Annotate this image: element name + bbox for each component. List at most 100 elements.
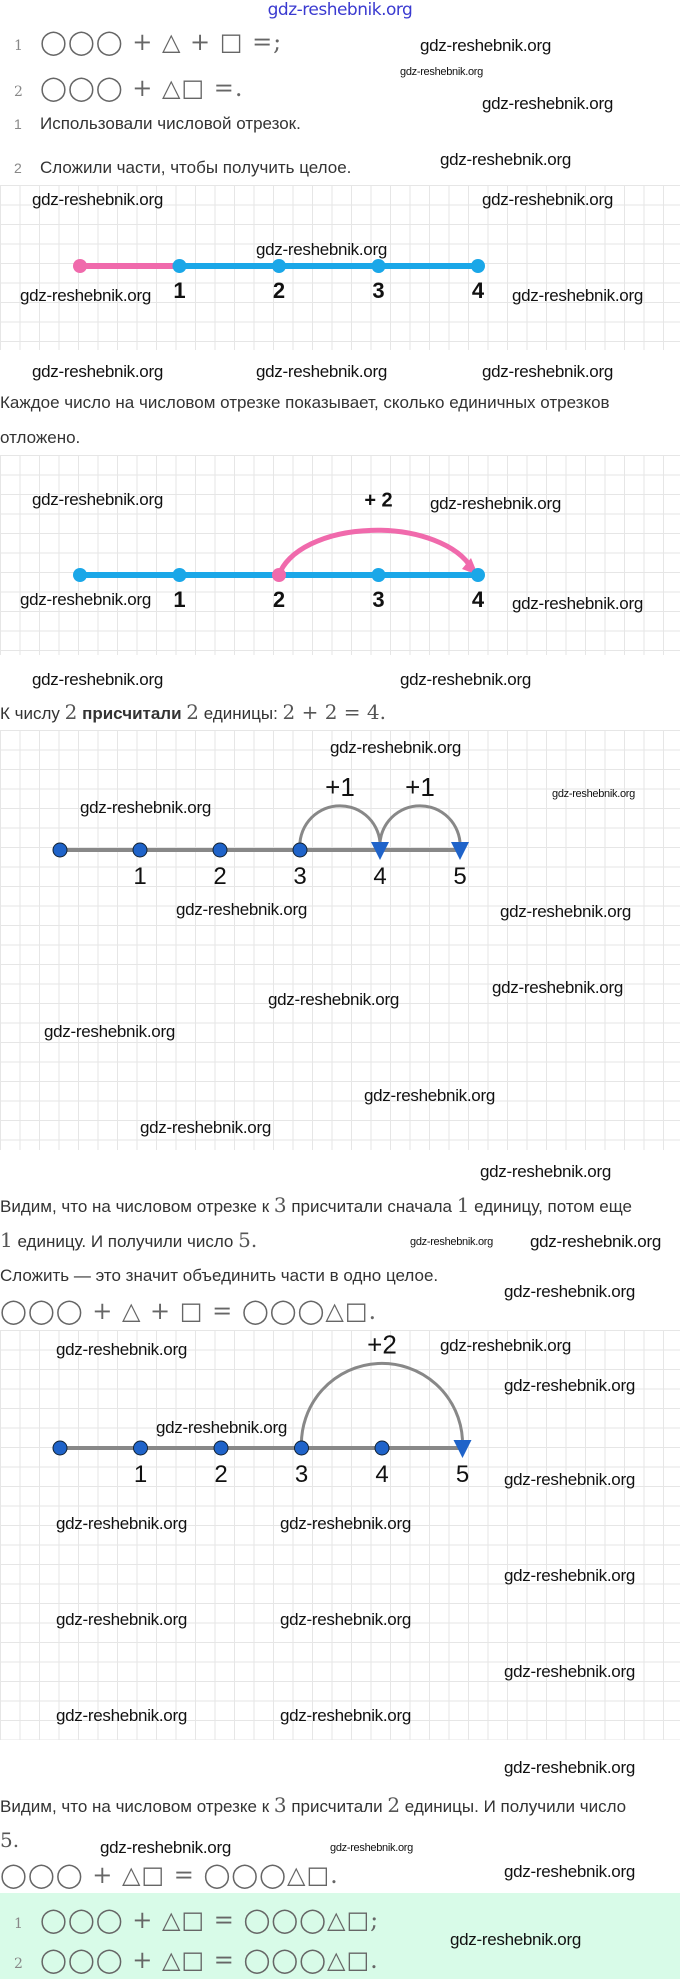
- watermark: gdz-reshebnik.org: [504, 1566, 635, 1585]
- text: единицу. И получили число: [12, 1232, 239, 1251]
- jump-label: +2: [367, 1330, 397, 1360]
- watermark: gdz-reshebnik.org: [512, 594, 643, 613]
- watermark: gdz-reshebnik.org: [256, 362, 387, 381]
- point-label: 1: [133, 863, 146, 890]
- answer-option-1[interactable]: 1◯◯◯ + △□ = ◯◯◯△□;: [14, 1906, 379, 1934]
- text: присчитали: [286, 1797, 388, 1816]
- jump-label: +1: [405, 772, 435, 802]
- point-label: 4: [472, 587, 485, 612]
- bold-text: присчитали: [77, 704, 187, 723]
- number-point: [292, 842, 308, 858]
- watermark: gdz-reshebnik.org: [504, 1282, 635, 1301]
- point-label: 1: [134, 1461, 147, 1488]
- arrow-marker: [371, 842, 389, 860]
- watermark: gdz-reshebnik.org: [80, 798, 211, 817]
- point-label: 2: [214, 1461, 227, 1488]
- answer-expression: ◯◯◯ + △□ = ◯◯◯△□.: [40, 1946, 379, 1974]
- paragraph-each-number: Каждое число на числовом отрезке показыв…: [0, 393, 610, 412]
- answer-number: 1: [14, 1916, 24, 1932]
- watermark: gdz-reshebnik.org: [504, 1862, 635, 1881]
- number-point: [172, 568, 187, 582]
- paragraph-seen-1: Видим, что на числовом отрезке к 3 присч…: [0, 1193, 632, 1217]
- point-label: 1: [173, 587, 185, 612]
- jump-arc: [378, 804, 462, 851]
- text: Видим, что на числовом отрезке к: [0, 1797, 274, 1816]
- watermark: gdz-reshebnik.org: [330, 738, 461, 757]
- point-label: 4: [472, 278, 485, 303]
- point-label: 2: [273, 278, 285, 303]
- point-label: 3: [372, 278, 384, 303]
- point-label: 3: [295, 1461, 308, 1488]
- watermark: gdz-reshebnik.org: [56, 1706, 187, 1725]
- option-expression: ◯◯◯ + △□ =.: [40, 74, 244, 102]
- number-point: [371, 259, 386, 273]
- number-point: [471, 568, 485, 582]
- text: присчитали сначала: [286, 1197, 457, 1216]
- watermark: gdz-reshebnik.org: [492, 978, 623, 997]
- math: 5.: [238, 1228, 258, 1252]
- paragraph-combine: Сложить — это значит объединить части в …: [0, 1266, 439, 1285]
- number-point: [471, 259, 485, 273]
- text: единицу, потом еще: [469, 1197, 632, 1216]
- watermark: gdz-reshebnik.org: [280, 1706, 411, 1725]
- watermark: gdz-reshebnik.org: [420, 36, 551, 55]
- final-expression: ◯◯◯ + △□ = ◯◯◯△□.: [0, 1861, 339, 1889]
- site-header[interactable]: gdz-reshebnik.org: [267, 0, 413, 20]
- watermark: gdz-reshebnik.org: [32, 670, 163, 689]
- watermark: gdz-reshebnik.org: [480, 1162, 611, 1181]
- watermark: gdz-reshebnik.org: [440, 150, 571, 169]
- option-expression: ◯◯◯ + △ + □ =;: [40, 28, 283, 56]
- jump-arc: [298, 804, 382, 851]
- step-text: Сложили части, чтобы получить целое.: [40, 158, 352, 177]
- watermark: gdz-reshebnik.org: [430, 494, 561, 513]
- point-label: 4: [373, 863, 386, 890]
- paragraph-added: К числу 2 присчитали 2 единицы: 2 + 2 = …: [0, 700, 386, 724]
- watermark: gdz-reshebnik.org: [512, 286, 643, 305]
- watermark: gdz-reshebnik.org: [504, 1470, 635, 1489]
- text: Видим, что на числовом отрезке к: [0, 1197, 274, 1216]
- watermark: gdz-reshebnik.org: [482, 94, 613, 113]
- number-point: [132, 842, 148, 858]
- math: 1: [0, 1228, 13, 1252]
- watermark: gdz-reshebnik.org: [256, 240, 387, 259]
- arrow-marker: [453, 1440, 472, 1458]
- math: 3: [273, 1193, 287, 1217]
- point-label: 5: [456, 1461, 469, 1488]
- paragraph-each-number-cont: отложено.: [0, 428, 81, 447]
- number-point: [371, 568, 386, 582]
- paragraph-seen-2-cont: 5.: [0, 1828, 20, 1852]
- watermark: gdz-reshebnik.org: [280, 1610, 411, 1629]
- number-point: [52, 1440, 68, 1456]
- number-point: [52, 842, 68, 858]
- option-number: 2: [14, 84, 24, 100]
- math: 2: [186, 700, 200, 724]
- watermark: gdz-reshebnik.org: [32, 190, 163, 209]
- arrow-marker: [451, 842, 469, 860]
- option-2: 2 ◯◯◯ + △□ =.: [14, 74, 243, 102]
- point-label: 3: [372, 587, 384, 612]
- point-label: 4: [375, 1461, 388, 1488]
- watermark: gdz-reshebnik.org: [400, 66, 483, 78]
- answer-option-2[interactable]: 2◯◯◯ + △□ = ◯◯◯△□.: [14, 1946, 379, 1974]
- watermark: gdz-reshebnik.org: [530, 1232, 661, 1251]
- number-point: [272, 568, 286, 582]
- watermark: gdz-reshebnik.org: [176, 900, 307, 919]
- number-line-svg: +2 1 2 3 4 5: [52, 1330, 472, 1488]
- answer-box: 1◯◯◯ + △□ = ◯◯◯△□; 2◯◯◯ + △□ = ◯◯◯△□.: [0, 1893, 680, 1979]
- watermark: gdz-reshebnik.org: [268, 990, 399, 1009]
- watermark: gdz-reshebnik.org: [400, 670, 531, 689]
- math: 1: [456, 1193, 470, 1217]
- watermark: gdz-reshebnik.org: [504, 1662, 635, 1681]
- watermark: gdz-reshebnik.org: [330, 1842, 413, 1854]
- number-point: [374, 1440, 390, 1456]
- watermark: gdz-reshebnik.org: [450, 1930, 581, 1949]
- point-label: 2: [273, 587, 285, 612]
- math: 2 + 2 = 4.: [282, 700, 387, 724]
